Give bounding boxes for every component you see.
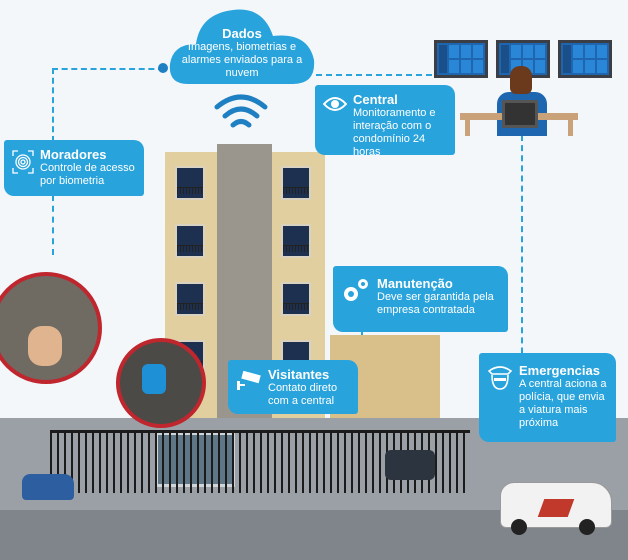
central-title: Central [353,92,398,107]
desk-leg [465,120,470,136]
cloud-shape [169,9,315,84]
police-officer-icon [487,366,513,390]
connector-cloud-central [316,74,432,76]
desk-leg [568,120,573,136]
visitantes-desc: Contato direto com a central [268,382,338,407]
monitor [558,40,612,78]
police-car [500,482,612,535]
visitantes-title: Visitantes [268,367,330,382]
cloud-desc: Imagens, biometrias e alarmes enviados p… [181,41,303,79]
connector-cloud-moradores [52,68,164,70]
connector-cloud-moradores-vertical [52,68,54,142]
connector-central-police [521,135,523,475]
keyfob-photo [116,338,206,428]
connector-moradores [52,195,54,255]
cloud-title: Dados [222,26,262,41]
operator-head [510,66,532,94]
operator-monitor [502,100,538,128]
callout-manutencao: Manutenção Deve ser garantida pela empre… [333,266,508,332]
wifi-icon [214,94,268,128]
security-camera-icon [237,371,261,390]
moradores-title: Moradores [40,147,107,162]
callout-emergencias: Emergencias A central aciona a polícia, … [479,353,616,442]
moradores-desc: Controle de acesso por biometria [40,162,135,187]
blue-car [22,474,74,500]
monitor [496,40,550,78]
fingerprint-icon [12,150,34,174]
emergencias-title: Emergencias [519,363,600,378]
biometric-reader-photo [0,272,102,384]
eye-icon [323,97,347,111]
dark-car [385,450,435,480]
manutencao-title: Manutenção [377,276,453,291]
gears-icon [344,279,368,301]
emergencias-desc: A central aciona a polícia, que envia a … [519,378,607,429]
cloud: Dados Imagens, biometrias e alarmes envi… [168,4,316,86]
callout-moradores: Moradores Controle de acesso por biometr… [4,140,144,196]
central-desc: Monitoramento e interação com o condomín… [353,107,436,158]
connector-dot [158,63,168,73]
monitor [434,40,488,78]
manutencao-desc: Deve ser garantida pela empresa contrata… [377,291,494,316]
callout-visitantes: Visitantes Contato direto com a central [228,360,358,414]
callout-central: Central Monitoramento e interação com o … [315,85,455,158]
